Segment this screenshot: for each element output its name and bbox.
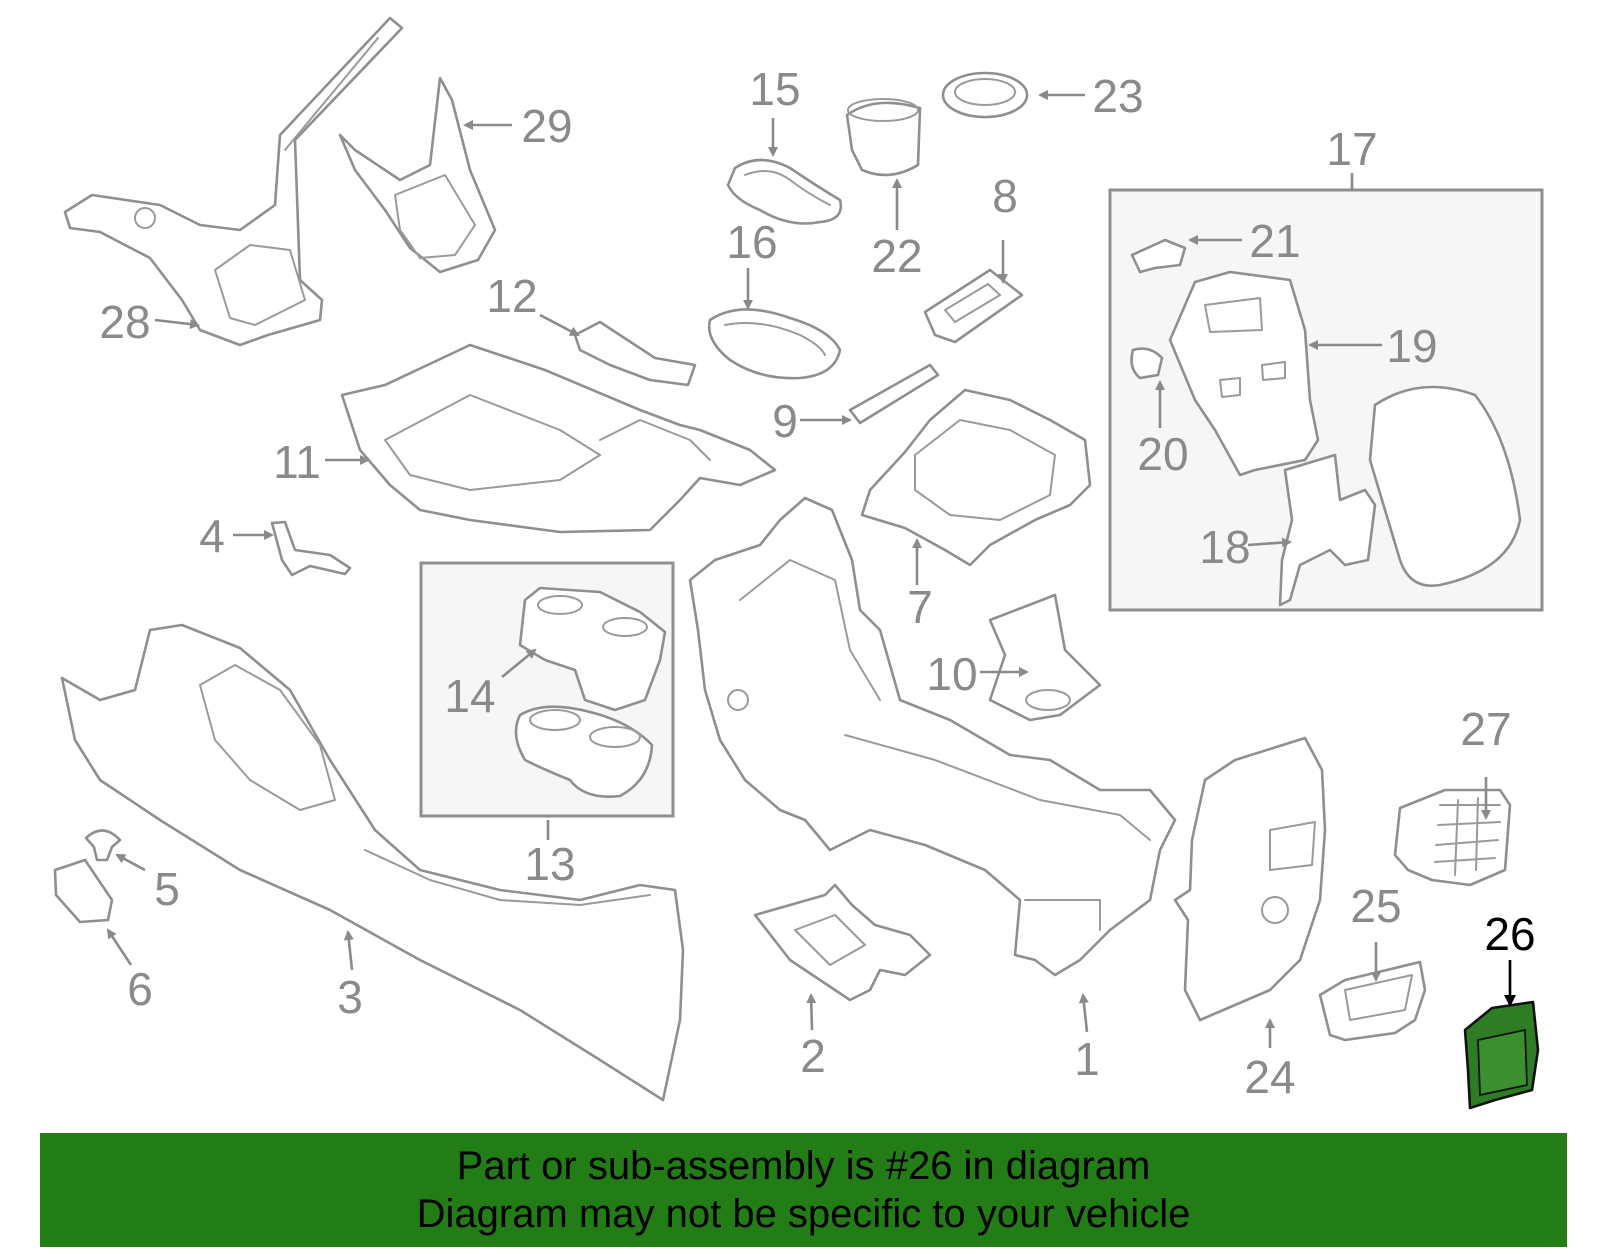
callout-1: 1: [1074, 1033, 1100, 1085]
callout-17: 17: [1326, 123, 1377, 175]
callout-26: 26: [1484, 908, 1535, 960]
callout-lines: [106, 90, 1516, 1048]
part-11-top-panel: [340, 343, 777, 534]
callout-23: 23: [1092, 70, 1143, 122]
part-8-switch: [923, 268, 1024, 344]
callout-6: 6: [127, 963, 153, 1015]
part-29-shifter-bezel: [338, 76, 497, 274]
part-27-rear-vent: [1393, 788, 1512, 887]
callout-13: 13: [524, 838, 575, 890]
callout-5: 5: [154, 863, 180, 915]
part-28-bezel: [63, 16, 404, 347]
callout-27: 27: [1460, 703, 1511, 755]
part-1-console-body: [688, 496, 1177, 977]
part-22-cup-holder: [845, 98, 922, 177]
callout-7: 7: [907, 581, 933, 633]
callout-29: 29: [521, 100, 572, 152]
callout-4: 4: [199, 510, 225, 562]
part-5-push-pin: [84, 829, 122, 862]
callout-10: 10: [926, 648, 977, 700]
part-3-side-panel: [60, 623, 685, 1102]
part-18-hinge: [1278, 453, 1377, 607]
part-21-latch: [1130, 238, 1187, 274]
callout-22: 22: [871, 230, 922, 282]
part-9-bracket: [848, 363, 940, 425]
part-20-plug: [1130, 347, 1164, 380]
callout-21: 21: [1249, 215, 1300, 267]
callout-24: 24: [1244, 1051, 1295, 1103]
callout-16: 16: [726, 216, 777, 268]
callout-20: 20: [1137, 428, 1188, 480]
callout-28: 28: [99, 296, 150, 348]
banner-line-1: Part or sub-assembly is #26 in diagram: [456, 1144, 1151, 1188]
part-14-cup-holder-top: [518, 586, 667, 712]
callout-9: 9: [772, 395, 798, 447]
part-26-highlighted[interactable]: [1463, 1000, 1540, 1110]
part-19-armrest-frame: [1168, 270, 1320, 477]
callout-8: 8: [992, 170, 1018, 222]
info-banner: Part or sub-assembly is #26 in diagram D…: [40, 1133, 1567, 1247]
banner-line-2: Diagram may not be specific to your vehi…: [416, 1192, 1191, 1236]
callout-14: 14: [444, 670, 495, 722]
callout-2: 2: [800, 1030, 826, 1082]
part-23-ring: [941, 71, 1029, 119]
callout-11: 11: [273, 436, 321, 488]
callout-labels: 1 2 3 4 5 6 7 8 9 10 11 12 13 14 15 16 1…: [99, 63, 1535, 1103]
part-7-bin: [860, 388, 1092, 567]
callout-19: 19: [1386, 320, 1437, 372]
part-armrest-lid: [1368, 385, 1522, 588]
part-16-mat: [707, 308, 842, 380]
part-14-cup-holder-bottom: [514, 705, 654, 798]
part-10-bracket: [988, 593, 1102, 722]
part-25-storage-pocket: [1318, 960, 1427, 1042]
part-6-trim-piece: [53, 858, 114, 924]
part-12-trim: [573, 320, 697, 387]
callout-15: 15: [749, 63, 800, 115]
callout-18: 18: [1199, 521, 1250, 573]
callout-3: 3: [337, 971, 363, 1023]
part-4-clip: [270, 520, 352, 577]
part-24-rear-panel: [1173, 736, 1327, 1022]
callout-12: 12: [486, 270, 537, 322]
callout-25: 25: [1350, 880, 1401, 932]
part-15-mat: [726, 158, 843, 225]
part-2-bracket: [753, 883, 932, 1002]
